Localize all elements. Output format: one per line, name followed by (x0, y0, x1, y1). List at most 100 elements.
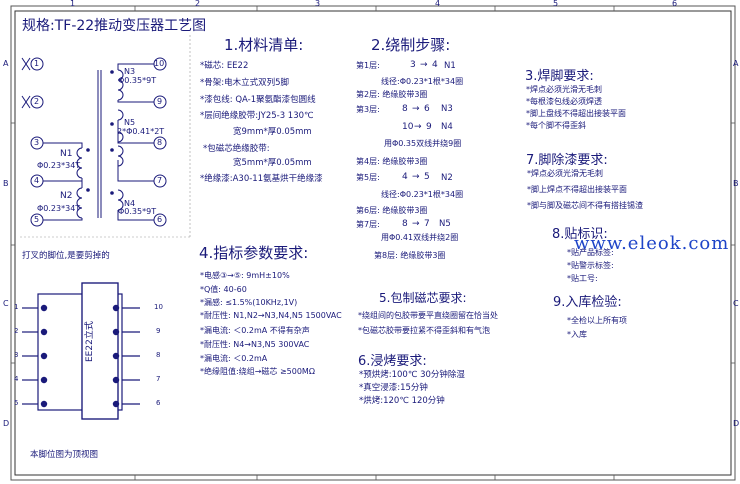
section-9-heading: 9.入库检验: (553, 295, 622, 310)
s4-line-5: *漏电流: ＜0.2mA 不得有杂声 (200, 326, 310, 335)
pinout-right-10: 10 (154, 303, 163, 311)
section-1-heading: 1.材料清单: (224, 36, 304, 54)
step7-label: 第7层: (356, 220, 380, 229)
step7-from: 8 (402, 219, 408, 229)
top-view-note: 本脚位图为顶视图 (30, 450, 99, 460)
s4-line-6: *耐压性: N4→N3,N5 300VAC (200, 340, 310, 349)
pin-8-label: 8 (157, 138, 163, 147)
frame-row-a-right: A (733, 59, 739, 68)
frame-row-d: D (3, 419, 10, 428)
n3-label: N3 (124, 67, 136, 76)
pinout-right-9: 9 (156, 327, 161, 335)
pinout-left-5: 5 (14, 399, 19, 407)
frame-col-5: 5 (553, 0, 559, 8)
s5-line-2: *包磁芯胶带要拉紧不得歪斜和有气泡 (358, 326, 490, 335)
s3-line-1: *焊点必须光滑无毛刺 (526, 85, 602, 94)
s1-line-2: *骨架:电木立式双列5脚 (200, 78, 290, 88)
pinout-diagram (22, 282, 140, 420)
step3b-name: N4 (441, 122, 453, 132)
step3b-from: 10 (402, 122, 414, 132)
n1-label: N1 (60, 149, 73, 159)
pin-3-label: 3 (34, 138, 40, 147)
step3-name: N3 (441, 104, 453, 114)
step3-to: 6 (424, 104, 430, 114)
step5-name: N2 (441, 173, 453, 183)
step3-arrow: → (412, 104, 420, 114)
s1-line-4: *层间绝缘胶带:JY25-3 130℃ (200, 111, 314, 121)
pin-4-label: 4 (34, 176, 40, 185)
step3-from: 8 (402, 104, 408, 114)
pinout-left-4: 4 (14, 375, 19, 383)
n2-label: N2 (60, 191, 73, 201)
step1-from: 3 (410, 60, 416, 70)
pinout-right-7: 7 (156, 375, 161, 383)
s1-line-8: *绝缘漆:A30-11氨基烘干绝缘漆 (200, 174, 323, 184)
step3b-to: 9 (426, 122, 432, 132)
s3-line-3: *脚上盘线不得超出接装平面 (526, 109, 626, 118)
frame-row-c-right: C (733, 299, 739, 308)
section-5-heading: 5.包制磁芯要求: (379, 291, 467, 305)
pin-7-label: 7 (157, 176, 163, 185)
section-3-heading: 3.焊脚要求: (525, 69, 594, 84)
step3b-arrow: → (414, 122, 422, 132)
s8-line-3: *贴工号: (567, 274, 598, 283)
s6-line-2: *真空浸漆:15分钟 (359, 383, 428, 393)
s9-line-2: *入库 (567, 330, 587, 339)
step7-name: N5 (439, 219, 451, 229)
step6: 第6层: 绝缘胶带3圈 (356, 206, 428, 215)
step8: 第8层: 绝缘胶带3圈 (374, 251, 446, 260)
frame-col-3: 3 (315, 0, 321, 8)
frame-row-b-right: B (733, 179, 739, 188)
s5-line-1: *绕组间的包胶带要平直绕圈留在恰当处 (358, 311, 498, 320)
section-7-heading: 7.脚除漆要求: (526, 153, 608, 168)
step1-name: N1 (444, 61, 456, 71)
pinout-left-3: 3 (14, 351, 19, 359)
pinout-left-2: 2 (14, 327, 19, 335)
s4-line-7: *漏电流: ＜0.2mA (200, 354, 268, 363)
frame-col-4: 4 (435, 0, 441, 8)
transformer-schematic (21, 57, 167, 227)
step7-arrow: → (412, 219, 420, 229)
frame-col-1: 1 (70, 0, 76, 8)
step5-from: 4 (402, 172, 408, 182)
step5-label: 第5层: (356, 173, 380, 182)
step1-arrow: → (420, 60, 428, 70)
cut-pins-note: 打叉的脚位,是要剪掉的 (22, 251, 110, 261)
pin-10-label: 10 (154, 59, 165, 68)
frame-row-c: C (3, 299, 9, 308)
s4-line-4: *耐压性: N1,N2→N3,N4,N5 1500VAC (200, 311, 342, 320)
pin-1-label: 1 (34, 59, 40, 68)
n4-label: N4 (124, 199, 136, 208)
s7-line-3: *脚与脚及磁芯间不得有搭挂锡渣 (527, 201, 643, 210)
s1-line-5: 宽9mm*厚0.05mm (233, 127, 312, 137)
step1-wire: 线径:Φ0.23*1根*34圈 (381, 77, 464, 86)
s6-line-3: *烘烤:120℃ 120分钟 (359, 396, 445, 406)
core-label: EE22立式 (85, 321, 95, 362)
pin-9-label: 9 (157, 97, 163, 106)
s1-line-1: *磁芯: EE22 (200, 61, 249, 71)
section-4-heading: 4.指标参数要求: (199, 244, 309, 262)
section-8-heading: 8.贴标识: (552, 227, 608, 242)
step5-arrow: → (412, 172, 420, 182)
step2: 第2层: 绝缘胶带3圈 (356, 90, 428, 99)
n4-spec: Φ0.35*9T (118, 207, 157, 216)
s3-line-4: *每个脚不得歪斜 (526, 121, 586, 130)
s3-line-2: *每根漆包线必须焊透 (526, 97, 602, 106)
step5-to: 5 (424, 172, 430, 182)
n5-label: N5 (124, 118, 136, 127)
frame-row-d-right: D (733, 419, 740, 428)
step1-to: 4 (432, 60, 438, 70)
frame-col-6: 6 (672, 0, 678, 8)
watermark: www.eleok.com (574, 233, 730, 254)
pin-5-label: 5 (34, 215, 40, 224)
pinout-right-8: 8 (156, 351, 161, 359)
s4-line-1: *电感③→⑤: 9mH±10% (200, 271, 290, 280)
s6-line-1: *预烘烤:100℃ 30分钟除湿 (359, 370, 465, 380)
s7-line-1: *焊点必须光滑无毛刺 (527, 169, 603, 178)
s9-line-1: *全检以上所有项 (567, 316, 627, 325)
s8-line-2: *贴警示标签: (567, 261, 614, 270)
pin-6-label: 6 (157, 215, 163, 224)
drawing-title: 规格:TF-22推动变压器工艺图 (22, 18, 207, 34)
step3-label: 第3层: (356, 105, 380, 114)
